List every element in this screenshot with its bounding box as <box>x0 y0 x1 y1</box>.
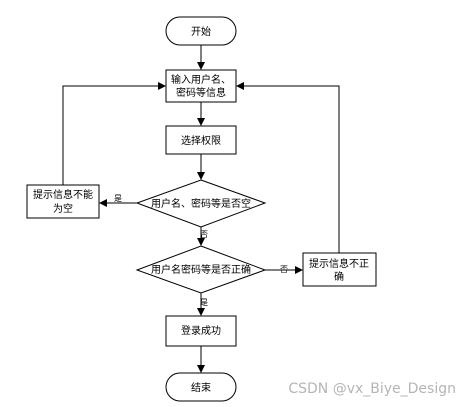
select-permission-label: 选择权限 <box>181 134 221 147</box>
watermark: CSDN @vx_Biye_Design <box>288 381 456 397</box>
input-label-line1: 输入用户名、 <box>171 73 231 86</box>
empty-message-line1: 提示信息不能 <box>33 188 93 201</box>
end-node: 结束 <box>165 372 237 402</box>
wrong-message-line1: 提示信息不正 <box>309 257 369 270</box>
select-permission-node: 选择权限 <box>165 125 237 155</box>
arrow-empty-message-back-to-input <box>62 82 166 185</box>
connectors <box>62 45 340 373</box>
check-correct-label: 用户名密码等是否正确 <box>151 263 251 276</box>
check-empty-label: 用户名、密码等是否空 <box>151 197 251 210</box>
check-correct-decision: 用户名密码等是否正确 <box>135 245 267 294</box>
start-label: 开始 <box>191 25 211 38</box>
empty-message-node: 提示信息不能 为空 <box>26 184 100 219</box>
input-label-line2: 密码等信息 <box>176 86 226 99</box>
login-success-label: 登录成功 <box>181 324 221 337</box>
end-label: 结束 <box>191 381 211 394</box>
edge-label-no-empty: 否 <box>200 230 208 239</box>
arrow-wrong-message-back-to-input <box>236 82 340 253</box>
edge-label-yes-correct: 是 <box>200 298 208 307</box>
check-empty-decision: 用户名、密码等是否空 <box>135 179 267 228</box>
edge-label-yes-empty: 是 <box>114 194 122 203</box>
start-node: 开始 <box>165 16 237 46</box>
wrong-message-line2: 确 <box>334 270 344 283</box>
input-credentials-node: 输入用户名、 密码等信息 <box>165 69 237 103</box>
login-success-node: 登录成功 <box>165 315 237 347</box>
empty-message-line2: 为空 <box>53 202 73 215</box>
wrong-message-node: 提示信息不正 确 <box>302 252 377 287</box>
edge-label-no-correct: 否 <box>280 265 288 274</box>
